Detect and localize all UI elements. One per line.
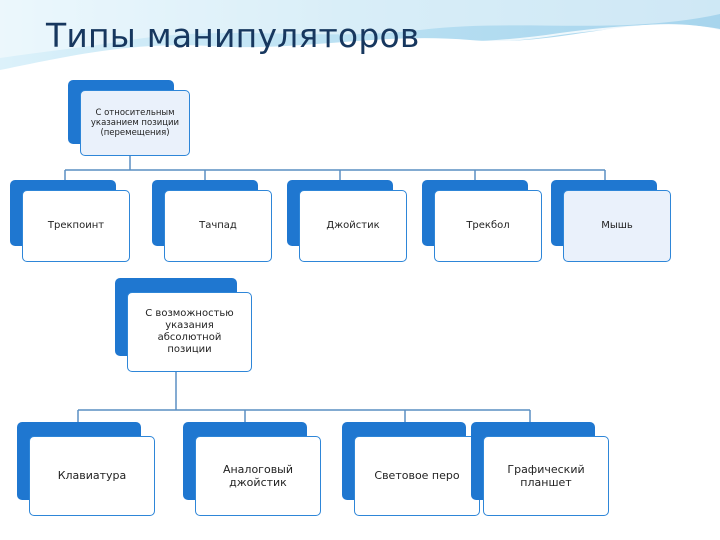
- node-relative-pointing: С относительным указанием позиции (перем…: [68, 80, 190, 158]
- node-label: Тачпад: [199, 220, 237, 231]
- node-absolute-pointing: С возможностью указания абсолютной позиц…: [115, 278, 252, 372]
- node-label: Клавиатура: [57, 469, 127, 483]
- node-box: Аналоговый джойстик: [195, 436, 321, 516]
- node-joystick: Джойстик: [287, 180, 407, 262]
- node-box: Мышь: [563, 190, 671, 262]
- node-label: С возможностью указания абсолютной позиц…: [145, 308, 234, 355]
- node-box: Световое перо: [354, 436, 480, 516]
- node-label: Джойстик: [326, 220, 380, 231]
- node-label: С относительным указанием позиции (перем…: [90, 107, 180, 139]
- node-label: Трекпоинт: [47, 220, 105, 231]
- node-box: Тачпад: [164, 190, 272, 262]
- node-keyboard: Клавиатура: [17, 422, 155, 516]
- node-box: Клавиатура: [29, 436, 155, 516]
- node-trackball: Трекбол: [422, 180, 542, 262]
- node-light-pen: Световое перо: [342, 422, 480, 516]
- node-label: Графический планшет: [507, 462, 585, 489]
- node-label: Трекбол: [466, 220, 510, 231]
- node-label: Аналоговый джойстик: [222, 462, 294, 489]
- node-graphic-tablet: Графический планшет: [471, 422, 609, 516]
- node-label: Мышь: [601, 220, 633, 231]
- node-trackpoint: Трекпоинт: [10, 180, 130, 262]
- node-mouse: Мышь: [551, 180, 671, 262]
- node-box: Джойстик: [299, 190, 407, 262]
- header-wave-decoration: [0, 0, 720, 77]
- node-box: Графический планшет: [483, 436, 609, 516]
- node-box: С возможностью указания абсолютной позиц…: [127, 292, 252, 372]
- node-box: С относительным указанием позиции (перем…: [80, 90, 190, 156]
- node-touchpad: Тачпад: [152, 180, 272, 262]
- node-box: Трекпоинт: [22, 190, 130, 262]
- slide-title: Типы манипуляторов: [46, 16, 420, 55]
- node-label: Световое перо: [374, 469, 460, 483]
- node-analog-joystick: Аналоговый джойстик: [183, 422, 321, 516]
- node-box: Трекбол: [434, 190, 542, 262]
